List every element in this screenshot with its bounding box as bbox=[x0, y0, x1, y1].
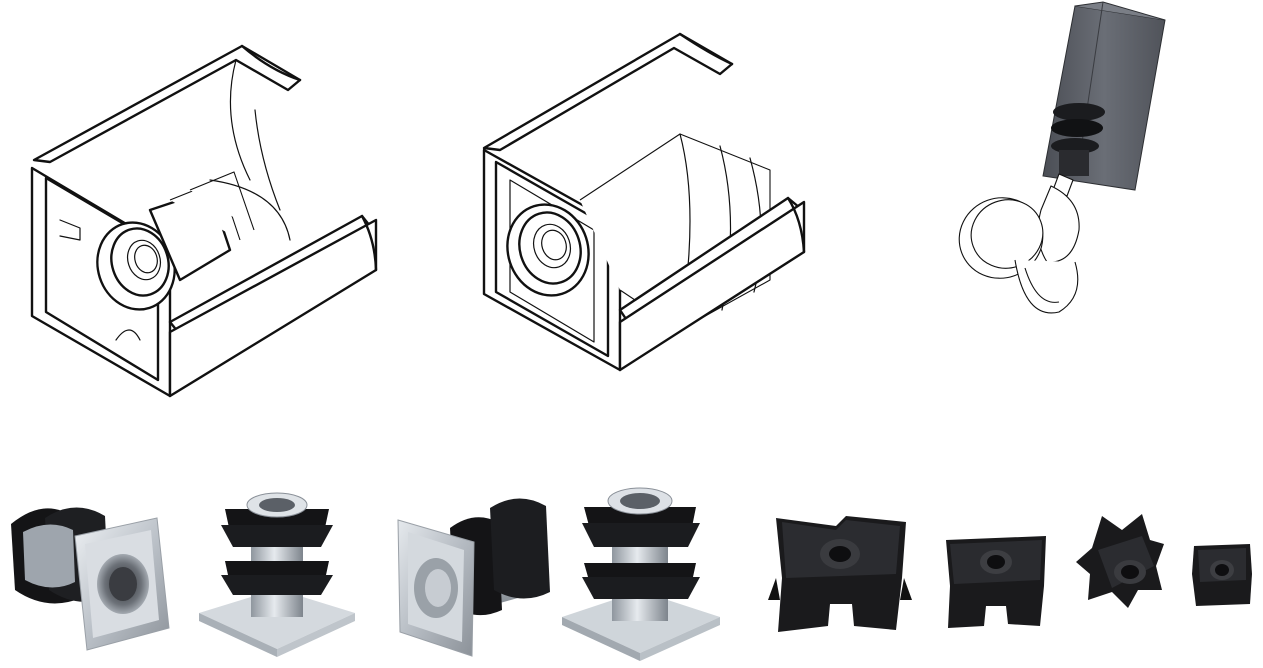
photo-black-clip-nut-medium bbox=[940, 530, 1052, 634]
drawing-insert-in-tube-open bbox=[20, 40, 390, 410]
photo-chrome-insert-side-2 bbox=[394, 482, 552, 660]
photo-chrome-insert-side bbox=[5, 478, 173, 656]
drawing-tube-with-castor-wheel bbox=[955, 0, 1175, 320]
drawing-insert-in-tube-flanged bbox=[470, 30, 820, 390]
photo-chrome-insert-upright bbox=[195, 485, 360, 663]
photo-black-clip-nut-large bbox=[766, 508, 914, 640]
photo-black-clip-nut-small bbox=[1072, 510, 1168, 610]
photo-black-clip-nut-tiny bbox=[1188, 540, 1256, 608]
photo-chrome-insert-upright-2 bbox=[560, 483, 725, 663]
